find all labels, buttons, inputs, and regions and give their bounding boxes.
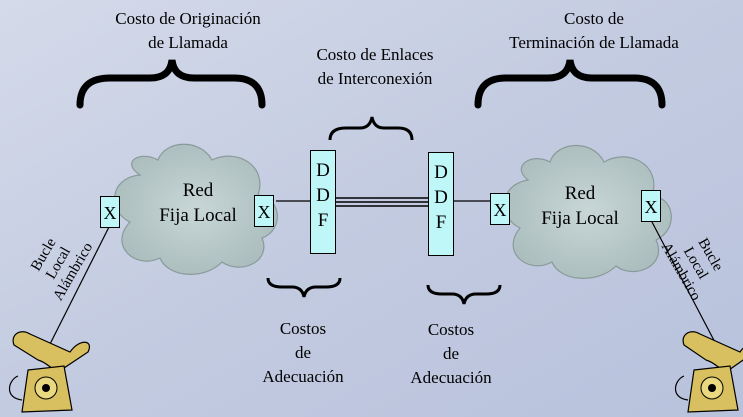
- label-line: de Interconexión: [317, 69, 433, 88]
- ddf-right-box: D D F: [428, 152, 454, 256]
- switch-x-box: X: [490, 193, 510, 225]
- switch-x-box: X: [641, 190, 661, 222]
- label-line: Red: [564, 183, 596, 204]
- label-costo-terminacion: Costo de Terminación de Llamada: [484, 7, 704, 55]
- label-line: Adecuación: [262, 367, 344, 386]
- switch-x-box: X: [100, 196, 120, 228]
- label-line: de: [442, 344, 460, 363]
- ddf-letter: D: [316, 185, 330, 206]
- label-costo-enlaces: Costo de Enlaces de Interconexión: [290, 43, 460, 91]
- switch-x-box: X: [254, 195, 274, 227]
- label-costos-adecuacion-left: Costos de Adecuación: [248, 317, 358, 389]
- label-costo-originacion: Costo de Originación de Llamada: [88, 7, 288, 55]
- label-costos-adecuacion-right: Costos de Adecuación: [396, 318, 506, 390]
- label-line: de: [294, 343, 312, 362]
- wire-left: [45, 224, 111, 353]
- phone-left-icon: [8, 331, 90, 413]
- phone-right-icon: [674, 331, 743, 413]
- brace-adecuacion-right: [426, 284, 502, 305]
- label-line: Costo de: [564, 9, 624, 28]
- label-line: de Llamada: [148, 33, 228, 52]
- interconnection-link: [336, 197, 428, 207]
- label-line: Terminación de Llamada: [509, 33, 679, 52]
- ddf-letter: D: [434, 162, 448, 183]
- brace-terminacion: [474, 59, 666, 109]
- brace-adecuacion-left: [266, 277, 342, 298]
- brace-enlaces: [328, 116, 414, 141]
- label-line: Fija Local: [159, 205, 237, 226]
- cloud-right-label: Red Fija Local: [520, 181, 640, 231]
- label-line: Adecuación: [410, 368, 492, 387]
- brace-originacion: [76, 59, 266, 109]
- label-line: Costos: [279, 319, 327, 338]
- label-line: Costos: [427, 320, 475, 339]
- wire-right: [651, 221, 719, 349]
- label-line: Costo de Originación: [115, 9, 261, 28]
- label-line: Costo de Enlaces: [316, 45, 434, 64]
- cloud-left-label: Red Fija Local: [138, 178, 258, 228]
- ddf-letter: D: [434, 187, 448, 208]
- label-line: Fija Local: [541, 208, 619, 229]
- ddf-letter: F: [435, 212, 447, 233]
- cloud-right: [503, 144, 672, 279]
- cloud-left: [114, 143, 278, 275]
- ddf-letter: D: [316, 160, 330, 181]
- ddf-letter: F: [317, 210, 329, 231]
- label-line: Red: [182, 180, 214, 201]
- ddf-left-box: D D F: [310, 150, 336, 254]
